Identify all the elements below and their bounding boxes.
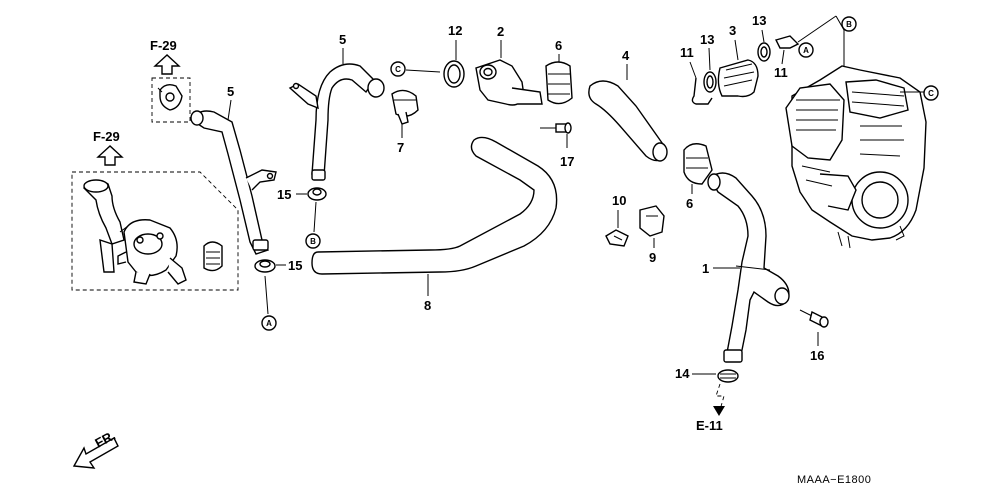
part-13-ring-right bbox=[757, 42, 771, 62]
part-6-clamp-top bbox=[545, 61, 573, 105]
detail-box-top bbox=[151, 77, 191, 123]
label-15-upper: 15 bbox=[277, 187, 291, 202]
callout-c-left bbox=[390, 61, 406, 77]
arrow-down-icon bbox=[713, 406, 725, 416]
svg-text:B: B bbox=[310, 237, 316, 246]
label-3: 3 bbox=[729, 23, 736, 38]
label-11-right: 11 bbox=[774, 65, 788, 80]
water-pump-assembly bbox=[83, 179, 187, 285]
label-5-left: 5 bbox=[227, 84, 234, 99]
f29-top-reference: F-29 bbox=[150, 38, 181, 75]
label-4: 4 bbox=[622, 48, 630, 63]
part-14-clamp bbox=[717, 369, 739, 383]
label-7: 7 bbox=[397, 140, 404, 155]
callout-b-left bbox=[305, 233, 321, 249]
part-5-left-pipe bbox=[190, 110, 277, 255]
callout-a-right bbox=[798, 42, 814, 58]
label-6-top: 6 bbox=[555, 38, 562, 53]
svg-text:C: C bbox=[395, 65, 401, 74]
part-4-hose bbox=[588, 80, 668, 162]
arrow-up-icon bbox=[153, 54, 181, 75]
label-17: 17 bbox=[560, 154, 574, 169]
part-17-bolt bbox=[540, 122, 572, 134]
part-2-joint bbox=[475, 59, 543, 106]
part-15-grommet-upper bbox=[307, 187, 327, 201]
pump-hose-clamp bbox=[203, 241, 223, 272]
part-7-clamp bbox=[391, 89, 419, 125]
part-11-clip-right bbox=[774, 35, 800, 49]
label-9: 9 bbox=[649, 250, 656, 265]
label-16: 16 bbox=[810, 348, 824, 363]
callout-b-right bbox=[841, 16, 857, 32]
part-5-middle-pipe bbox=[288, 63, 385, 181]
label-10: 10 bbox=[612, 193, 626, 208]
front-direction-arrow: FR. bbox=[72, 428, 119, 469]
engine-block bbox=[785, 65, 927, 249]
label-11-left: 11 bbox=[680, 45, 694, 60]
part-16-bolt bbox=[799, 309, 829, 328]
label-5-middle: 5 bbox=[339, 32, 346, 47]
svg-text:A: A bbox=[803, 46, 809, 55]
part-10-clip bbox=[605, 229, 629, 247]
arrow-up-icon bbox=[96, 145, 124, 166]
part-3-joint bbox=[717, 59, 759, 98]
diagram-code: MAAA−E1800 bbox=[797, 474, 871, 486]
e11-reference: E-11 bbox=[696, 418, 723, 433]
label-2: 2 bbox=[497, 24, 504, 39]
label-8: 8 bbox=[424, 298, 431, 313]
label-6-middle: 6 bbox=[686, 196, 693, 211]
small-clip-part bbox=[157, 83, 183, 111]
label-1: 1 bbox=[702, 261, 709, 276]
label-13-right: 13 bbox=[752, 13, 766, 28]
label-12: 12 bbox=[448, 23, 462, 38]
detail-box-pump bbox=[71, 171, 239, 291]
part-1-pipe bbox=[707, 172, 790, 363]
svg-text:C: C bbox=[928, 89, 934, 98]
f29-left-reference: F-29 bbox=[93, 129, 124, 166]
label-13-left: 13 bbox=[700, 32, 714, 47]
f29-left-label: F-29 bbox=[93, 129, 120, 144]
label-15-left: 15 bbox=[288, 258, 302, 273]
part-11-clip-left bbox=[691, 77, 713, 105]
part-15-grommet-left bbox=[254, 259, 276, 273]
svg-text:A: A bbox=[266, 319, 272, 328]
part-13-ring-left bbox=[703, 71, 717, 93]
part-9-clip bbox=[639, 205, 665, 237]
part-6-clamp-middle bbox=[683, 143, 713, 185]
f29-top-label: F-29 bbox=[150, 38, 177, 53]
callout-c-right bbox=[923, 85, 939, 101]
svg-text:B: B bbox=[846, 20, 852, 29]
callout-a-bottom bbox=[261, 315, 277, 331]
front-arrow-icon bbox=[72, 437, 119, 469]
label-14: 14 bbox=[675, 366, 690, 381]
part-8-hose bbox=[311, 136, 558, 275]
part-12-o-ring bbox=[443, 60, 465, 88]
